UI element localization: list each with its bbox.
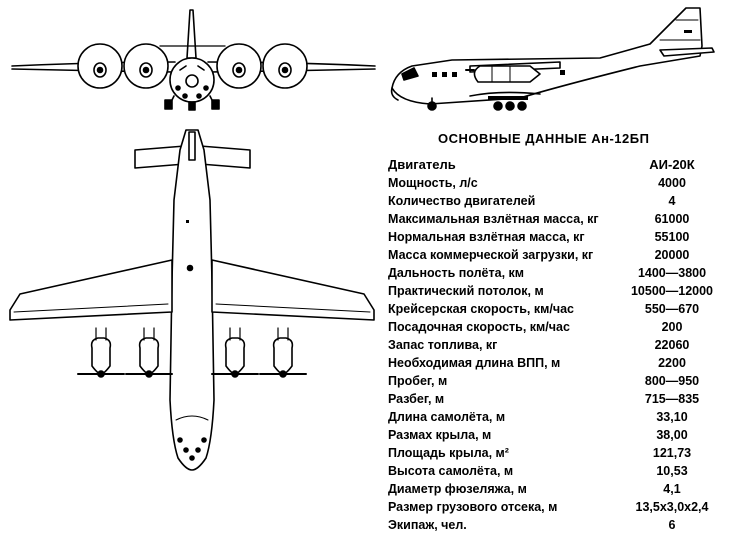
spec-value: 1400—3800 — [637, 266, 707, 280]
spec-row: Количество двигателей 4 — [388, 192, 728, 210]
spec-row: Высота самолёта, м 10,53 — [388, 462, 728, 480]
spec-value: 6 — [668, 518, 676, 532]
spec-row: Экипаж, чел. 6 — [388, 516, 728, 534]
spec-value: 55100 — [654, 230, 690, 244]
spec-row: Необходимая длина ВПП, м 2200 — [388, 354, 728, 372]
spec-value: 550—670 — [644, 302, 700, 316]
spec-row: Нормальная взлётная масса, кг 55100 — [388, 228, 728, 246]
spec-value: 121,73 — [652, 446, 692, 460]
spec-label: Мощность, л/с — [388, 176, 478, 190]
spec-row: Разбег, м 715—835 — [388, 390, 728, 408]
spec-row: Максимальная взлётная масса, кг 61000 — [388, 210, 728, 228]
spec-value: 38,00 — [656, 428, 688, 442]
spec-label: Запас топлива, кг — [388, 338, 498, 352]
aircraft-drawings — [9, 7, 715, 471]
spec-row: Размер грузового отсека, м 13,5х3,0х2,4 — [388, 498, 728, 516]
spec-label: Диаметр фюзеляжа, м — [388, 482, 527, 496]
spec-label: Нормальная взлётная масса, кг — [388, 230, 585, 244]
spec-row: Длина самолёта, м 33,10 — [388, 408, 728, 426]
spec-label: Посадочная скорость, км/час — [388, 320, 570, 334]
spec-label: Пробег, м — [388, 374, 448, 388]
spec-row: Запас топлива, кг 22060 — [388, 336, 728, 354]
specs-title: ОСНОВНЫЕ ДАННЫЕ Ан-12БП — [438, 131, 650, 146]
spec-row: Размах крыла, м 38,00 — [388, 426, 728, 444]
spec-value: 10,53 — [656, 464, 688, 478]
spec-label: Крейсерская скорость, км/час — [388, 302, 574, 316]
spec-label: Двигатель — [388, 157, 456, 172]
spec-value: 33,10 — [656, 410, 688, 424]
spec-value: 61000 — [654, 212, 690, 226]
spec-row: Двигатель АИ-20К — [388, 156, 728, 174]
spec-value: 20000 — [654, 248, 690, 262]
spec-value: АИ-20К — [649, 157, 695, 172]
spec-value: 10500—12000 — [630, 284, 714, 298]
spec-label: Масса коммерческой загрузки, кг — [388, 248, 594, 262]
spec-row: Крейсерская скорость, км/час 550—670 — [388, 300, 728, 318]
spec-row: Диаметр фюзеляжа, м 4,1 — [388, 480, 728, 498]
spec-label: Размер грузового отсека, м — [388, 500, 558, 514]
spec-value: 715—835 — [644, 392, 700, 406]
spec-label: Площадь крыла, м² — [388, 446, 509, 460]
spec-row: Масса коммерческой загрузки, кг 20000 — [388, 246, 728, 264]
spec-value: 800—950 — [644, 374, 700, 388]
spec-row: Пробег, м 800—950 — [388, 372, 728, 390]
spec-value: 4000 — [658, 176, 686, 190]
spec-value: 200 — [661, 320, 683, 334]
spec-label: Максимальная взлётная масса, кг — [388, 212, 599, 226]
spec-label: Дальность полёта, км — [388, 266, 525, 280]
spec-label: Длина самолёта, м — [388, 410, 506, 424]
spec-label: Необходимая длина ВПП, м — [388, 356, 561, 370]
spec-label: Количество двигателей — [388, 194, 536, 208]
spec-value: 4,1 — [663, 482, 681, 496]
spec-value: 13,5х3,0х2,4 — [635, 500, 709, 514]
spec-row: Посадочная скорость, км/час 200 — [388, 318, 728, 336]
spec-label: Размах крыла, м — [388, 428, 492, 442]
front-view — [11, 9, 376, 111]
spec-label: Практический потолок, м — [388, 284, 544, 298]
spec-row: Дальность полёта, км 1400—3800 — [388, 264, 728, 282]
spec-row: Площадь крыла, м² 121,73 — [388, 444, 728, 462]
spec-label: Разбег, м — [388, 392, 445, 406]
spec-value: 2200 — [658, 356, 686, 370]
spec-row: Мощность, л/с 4000 — [388, 174, 728, 192]
spec-label: Высота самолёта, м — [388, 464, 514, 478]
top-view — [9, 129, 375, 471]
spec-label: Экипаж, чел. — [388, 518, 467, 532]
spec-value: 22060 — [654, 338, 690, 352]
spec-value: 4 — [668, 194, 676, 208]
side-view — [390, 7, 715, 111]
spec-row: Практический потолок, м 10500—12000 — [388, 282, 728, 300]
